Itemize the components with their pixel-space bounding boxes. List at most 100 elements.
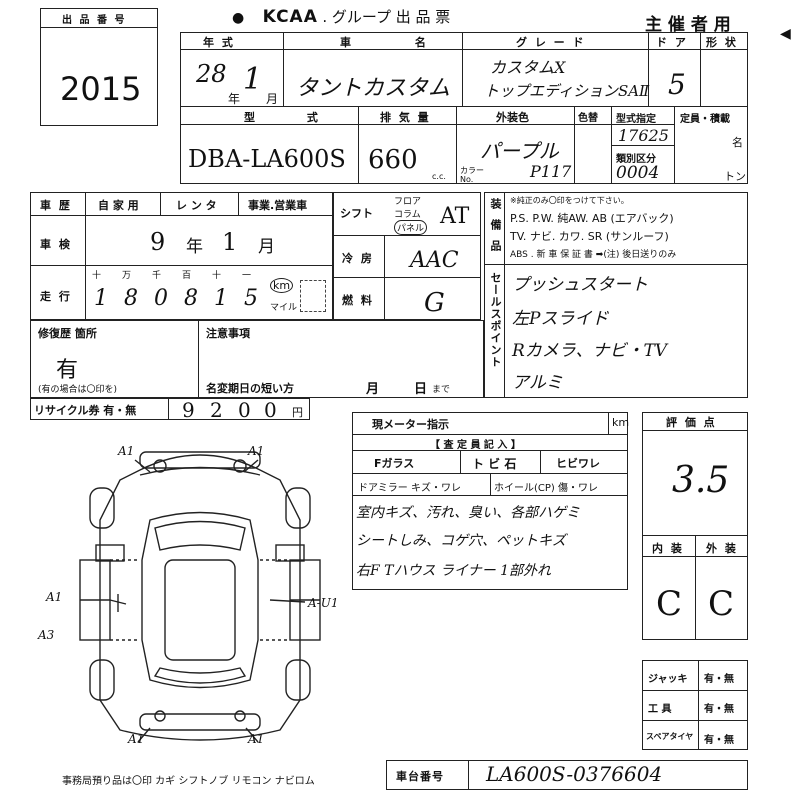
fuel-label: 燃 料 (342, 294, 374, 307)
meter-label: 現メーター指示 (372, 418, 449, 431)
unit-ichi: 一 (242, 271, 252, 281)
cc-unit: c.c. (432, 172, 446, 181)
color-change-label: 色替 (578, 113, 598, 124)
km-circled: km (270, 278, 294, 293)
recycle-digit-1: 9 (182, 398, 195, 422)
door-label: ド ア (656, 36, 688, 49)
exterior-value: C (708, 584, 735, 624)
repair-label: 修復歴 箇所 (38, 327, 97, 340)
ac-value: AAC (410, 248, 459, 273)
car-taillight-right (234, 710, 246, 722)
interior-value: C (656, 584, 683, 624)
shape-label: 形 状 (706, 36, 738, 49)
equipment-vlabel: 装 備 品 (489, 198, 502, 254)
car-doors-left (79, 559, 111, 641)
lot-number-label: 出 品 番 号 (62, 15, 127, 26)
equipment-bottom (484, 264, 748, 265)
car-rear-window (153, 667, 247, 684)
unit-ten-man: 十 (92, 271, 102, 281)
mileage-digit-row: 十 万 千 百 十 一 1 8 0 8 1 5 (86, 266, 266, 320)
interior-label: 内 装 (652, 542, 684, 555)
color-no-value: P117 (530, 162, 572, 181)
sales-point-2: 左Pスライド (512, 309, 609, 329)
damage-mark-rear-right: A1 (248, 732, 265, 746)
items-line2 (642, 720, 748, 721)
recycle-digit-2: 2 (210, 398, 223, 422)
dot-icon: ● (232, 10, 245, 26)
spare-yes-no: 有・無 (704, 735, 734, 746)
row1-bottom (180, 32, 748, 107)
name-change-label: 名変期日の短い方 (206, 382, 294, 395)
corner-arrow-icon: ◀ (780, 26, 791, 42)
inspector-header: 【 査 定 員 記 入 】 (430, 440, 521, 451)
jack-yes-no: 有・無 (704, 674, 734, 685)
inspection-year-mark: 年 (186, 237, 203, 257)
car-mirror-left (95, 544, 125, 562)
chassis-value: LA600S-0376604 (486, 762, 663, 786)
row1-header (180, 32, 748, 50)
notes-label: 注意事項 (206, 327, 250, 340)
recycle-label: リサイクル券 有・無 (34, 404, 137, 417)
unit-sen: 千 (152, 271, 162, 281)
shift-row (333, 192, 481, 236)
name-change-month: 月 (366, 382, 382, 397)
sales-point-3: Rカメラ、ナビ・TV (512, 341, 668, 361)
inspector-row1-div2 (540, 450, 541, 474)
mileage-digit-6: 5 (244, 286, 258, 311)
history-div1 (160, 192, 161, 216)
history-business: 事業.営業車 (248, 199, 308, 212)
shift-value: AT (440, 204, 470, 229)
mileage-label: 走 行 (40, 290, 72, 303)
shift-column: コラム (394, 210, 421, 220)
row1-div1 (283, 32, 284, 107)
car-wheel-rr (285, 659, 311, 701)
spare-label: スペアタイヤ (646, 732, 694, 741)
car-windshield (154, 520, 246, 551)
unit-hyaku: 百 (182, 271, 192, 281)
inspection-month: 1 (222, 228, 238, 256)
inspector-note-1: 室内キズ、汚れ、臭い、各部ハゲミ (356, 505, 580, 521)
equipment-note: ※純正のみ〇印をつけて下さい。 (510, 196, 629, 205)
row1-div2 (462, 32, 463, 107)
meter-km-div (608, 412, 609, 434)
car-front-bumper (139, 451, 261, 469)
grade-value-2: トップエディションSAⅡ (484, 82, 650, 100)
lot-number-header (40, 8, 158, 28)
shift-label-col (384, 236, 385, 320)
inspection-row (30, 216, 333, 266)
recycle-digit-4: 0 (264, 398, 277, 422)
items-line1 (642, 690, 748, 691)
class-label: 類別区分 (616, 154, 656, 165)
score-value: 3.5 (672, 460, 730, 501)
inspector-row1-div1 (460, 450, 461, 474)
history-label: 車 歴 (40, 199, 72, 212)
row2-div2 (456, 107, 457, 184)
score-label: 評 価 点 (666, 416, 717, 429)
capacity-unit-persons: 名 (732, 136, 743, 149)
ie-div (695, 536, 696, 640)
mileage-digit-3: 0 (154, 286, 168, 311)
car-headlight-left (153, 459, 167, 473)
items-block (642, 660, 748, 750)
history-div2 (238, 192, 239, 216)
sales-point-1: プッシュスタート (512, 275, 648, 295)
mileage-checkbox (300, 280, 326, 312)
inspector-note-2: シートしみ、コゲ穴、ペットキズ (356, 533, 566, 549)
equipment-block (484, 192, 748, 398)
inspection-month-mark: 月 (258, 237, 275, 257)
meter-block (352, 412, 628, 590)
type-designation-value: 17625 (618, 126, 669, 145)
inspection-year: 9 (150, 228, 166, 256)
meter-km: km (612, 416, 630, 429)
ac-row (333, 236, 481, 278)
class-value: 0004 (616, 163, 660, 183)
year-mark: 年 (228, 92, 241, 106)
shift-block (333, 192, 481, 320)
row2-div3 (574, 107, 575, 184)
car-cabin (141, 511, 259, 689)
model-value: DBA-LA600S (188, 145, 346, 173)
row2-div6 (611, 145, 674, 146)
organizer-label: 主 催 者 用 (645, 15, 731, 35)
exterior-color-label: 外装色 (496, 111, 529, 124)
left-label-col (85, 192, 86, 320)
